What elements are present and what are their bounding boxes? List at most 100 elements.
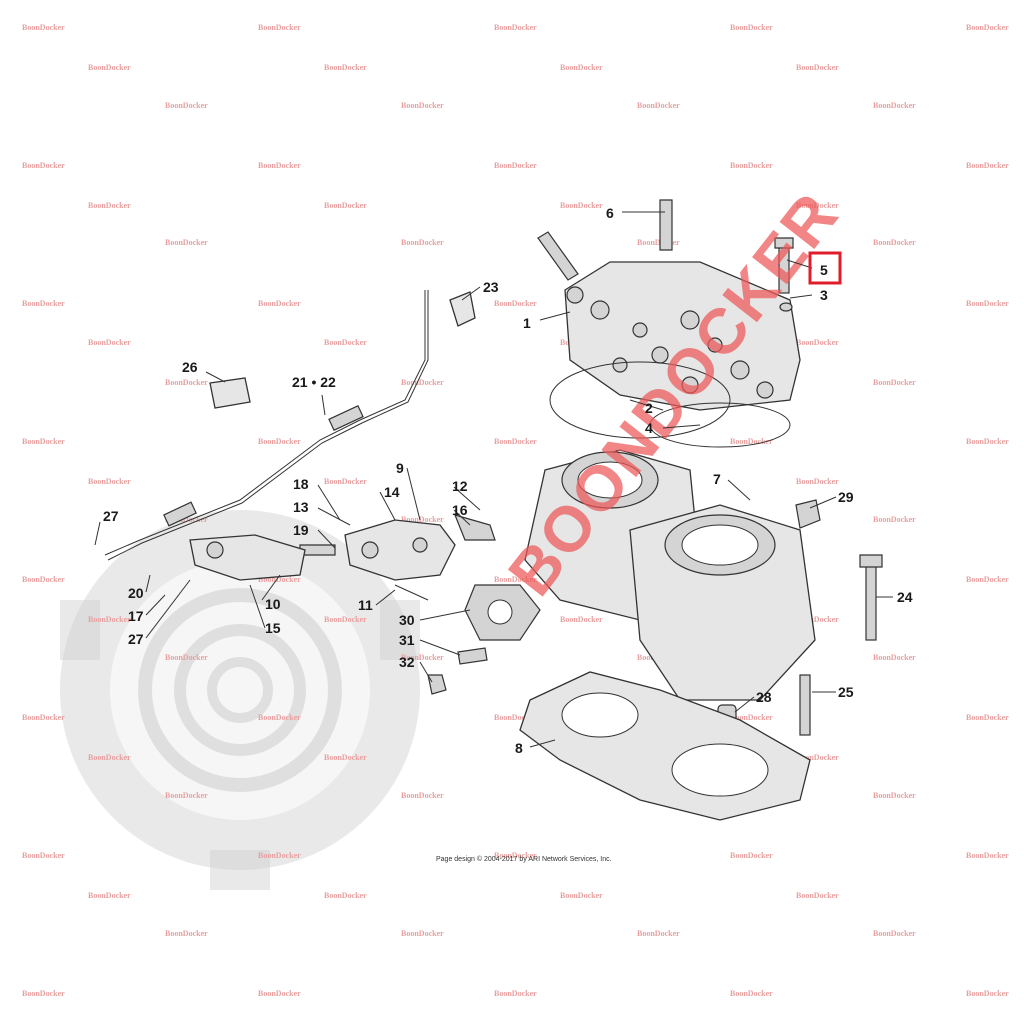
callout-5: 5 xyxy=(820,262,828,278)
watermark-tile: BoonDocker xyxy=(258,989,301,998)
watermark-tile: BoonDocker xyxy=(88,891,131,900)
watermark-tile: BoonDocker xyxy=(560,615,603,624)
valve-cable xyxy=(104,290,429,561)
watermark-tile: BoonDocker xyxy=(324,477,367,486)
callout-18: 18 xyxy=(293,476,309,492)
callout-27-top: 27 xyxy=(103,508,119,524)
watermark-tile: BoonDocker xyxy=(258,851,301,860)
callout-31: 31 xyxy=(399,632,415,648)
watermark-tile: BoonDocker xyxy=(88,338,131,347)
watermark-tile: BoonDocker xyxy=(324,338,367,347)
callout-5-highlight-box xyxy=(808,251,842,285)
watermark-tile: BoonDocker xyxy=(966,161,1009,170)
watermark-tile: BoonDocker xyxy=(22,575,65,584)
callout-21-22: 21 • 22 xyxy=(292,374,336,390)
watermark-tile: BoonDocker xyxy=(324,891,367,900)
leader-lines xyxy=(94,211,893,748)
watermark-tile: BoonDocker xyxy=(966,851,1009,860)
cable-holder xyxy=(209,377,251,409)
watermark-tile: BoonDocker xyxy=(324,615,367,624)
watermark-tile: BoonDocker xyxy=(258,299,301,308)
watermark-tile: BoonDocker xyxy=(401,791,444,800)
callout-7: 7 xyxy=(713,471,721,487)
watermark-tile: BoonDocker xyxy=(88,615,131,624)
watermark-tile: BoonDocker xyxy=(796,477,839,486)
callout-8: 8 xyxy=(515,740,523,756)
watermark-tile: BoonDocker xyxy=(165,238,208,247)
callout-4: 4 xyxy=(645,420,653,436)
clip-bracket xyxy=(449,291,476,327)
watermark-tile: BoonDocker xyxy=(873,238,916,247)
watermark-tile: BoonDocker xyxy=(22,299,65,308)
watermark-tile: BoonDocker xyxy=(637,929,680,938)
watermark-tile: BoonDocker xyxy=(22,23,65,32)
watermark-tile: BoonDocker xyxy=(401,929,444,938)
watermark-tile: BoonDocker xyxy=(401,378,444,387)
watermark-tile: BoonDocker xyxy=(165,378,208,387)
callout-6: 6 xyxy=(606,205,614,221)
watermark-tile: BoonDocker xyxy=(494,161,537,170)
watermark-tile: BoonDocker xyxy=(966,437,1009,446)
watermark-tile: BoonDocker xyxy=(730,851,773,860)
watermark-tile: BoonDocker xyxy=(88,63,131,72)
watermark-tile: BoonDocker xyxy=(873,653,916,662)
watermark-tile: BoonDocker xyxy=(560,891,603,900)
watermark-tile: BoonDocker xyxy=(966,989,1009,998)
watermark-tile: BoonDocker xyxy=(560,63,603,72)
callout-30: 30 xyxy=(399,612,415,628)
watermark-tile: BoonDocker xyxy=(88,201,131,210)
watermark-tile: BoonDocker xyxy=(637,238,680,247)
watermark-tile: BoonDocker xyxy=(730,23,773,32)
callout-14: 14 xyxy=(384,484,400,500)
watermark-tile: BoonDocker xyxy=(494,23,537,32)
watermark-tile: BoonDocker xyxy=(873,515,916,524)
watermark-tile: BoonDocker xyxy=(873,101,916,110)
callout-19: 19 xyxy=(293,522,309,538)
watermark-tile: BoonDocker xyxy=(258,23,301,32)
callout-16: 16 xyxy=(452,502,468,518)
watermark-tile: BoonDocker xyxy=(560,201,603,210)
callout-2: 2 xyxy=(645,400,653,416)
watermark-tile: BoonDocker xyxy=(258,161,301,170)
watermark-tile: BoonDocker xyxy=(22,161,65,170)
watermark-tile: BoonDocker xyxy=(165,791,208,800)
callout-23: 23 xyxy=(483,279,499,295)
callout-1: 1 xyxy=(523,315,531,331)
watermark-tile: BoonDocker xyxy=(637,101,680,110)
watermark-tile: BoonDocker xyxy=(165,929,208,938)
watermark-tile: BoonDocker xyxy=(88,753,131,762)
callout-32: 32 xyxy=(399,654,415,670)
watermark-tile: BoonDocker xyxy=(324,753,367,762)
watermark-tile: BoonDocker xyxy=(22,989,65,998)
watermark-tile: BoonDocker xyxy=(730,161,773,170)
watermark-tile: BoonDocker xyxy=(730,989,773,998)
watermark-tile: BoonDocker xyxy=(494,713,537,722)
callout-28: 28 xyxy=(756,689,772,705)
watermark-tile: BoonDocker xyxy=(873,791,916,800)
callout-labels: 1 2 3 4 5 6 7 8 9 10 11 12 13 14 15 16 1… xyxy=(103,205,913,756)
callout-20: 20 xyxy=(128,585,144,601)
watermark-tile: BoonDocker xyxy=(165,653,208,662)
callout-10: 10 xyxy=(265,596,281,612)
watermark-tile: BoonDocker xyxy=(401,653,444,662)
watermark-tile: BoonDocker xyxy=(258,575,301,584)
watermark-tile: BoonDocker xyxy=(796,201,839,210)
watermark-tile: BoonDocker xyxy=(401,101,444,110)
watermark-tile: BoonDocker xyxy=(494,437,537,446)
watermark-tile: BoonDocker xyxy=(165,515,208,524)
exhaust-valve-assembly xyxy=(189,514,541,695)
watermark-tile: BoonDocker xyxy=(873,378,916,387)
watermark-tile: BoonDocker xyxy=(966,575,1009,584)
callout-13: 13 xyxy=(293,499,309,515)
watermark-tile: BoonDocker xyxy=(796,338,839,347)
watermark-tile: BoonDocker xyxy=(796,63,839,72)
watermark-tile: BoonDocker xyxy=(730,437,773,446)
callout-17: 17 xyxy=(128,608,144,624)
callout-24: 24 xyxy=(897,589,913,605)
watermark-tile: BoonDocker xyxy=(494,575,537,584)
copyright-credit: Page design © 2004-2017 by ARI Network S… xyxy=(436,855,612,863)
watermark-tile: BoonDocker xyxy=(22,437,65,446)
watermark-tile: BoonDocker xyxy=(401,238,444,247)
watermark-tile: BoonDocker xyxy=(401,515,444,524)
